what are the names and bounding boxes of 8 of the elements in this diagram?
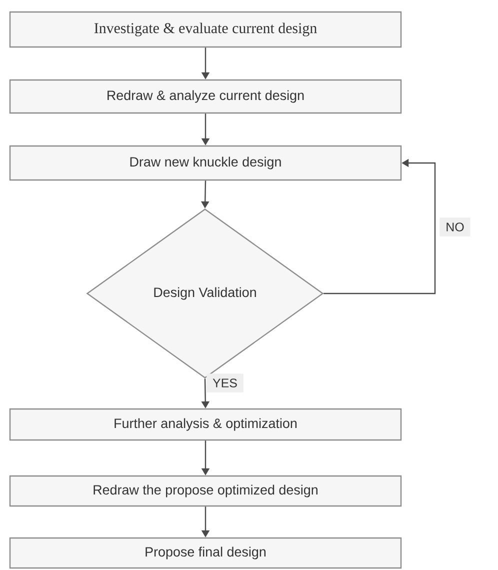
process-box: Redraw & analyze current design	[9, 79, 402, 114]
process-box: Investigate & evaluate current design	[9, 11, 402, 48]
edge-label: NO	[440, 218, 470, 236]
process-box: Redraw the propose optimized design	[9, 475, 402, 507]
process-box: Further analysis & optimization	[9, 408, 402, 441]
edge-label: YES	[206, 374, 244, 392]
process-box: Draw new knuckle design	[9, 145, 402, 181]
process-box: Propose final design	[9, 537, 402, 569]
